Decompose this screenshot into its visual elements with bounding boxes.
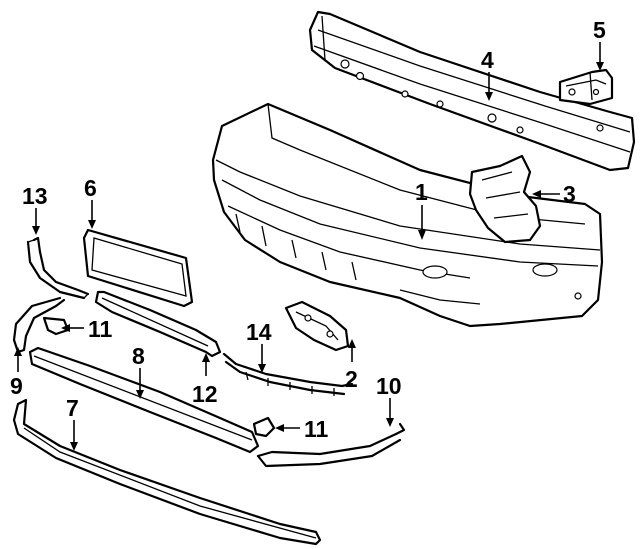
callout-6: 6: [84, 175, 97, 201]
part-11-clip-right: [252, 416, 276, 438]
callout-3: 3: [563, 181, 576, 207]
callout-4: 4: [481, 47, 494, 73]
part-9-side-strip: [12, 296, 66, 354]
part-13-corner-strip: [26, 236, 90, 300]
part-7-lower-spoiler: [12, 398, 322, 546]
part-3-absorber: [468, 154, 542, 244]
callout-2: 2: [345, 366, 358, 392]
callout-5: 5: [593, 17, 606, 43]
callout-7: 7: [66, 395, 79, 421]
part-1-bumper-cover: [211, 102, 604, 328]
callout-8: 8: [132, 343, 145, 369]
part-5-bracket: [558, 68, 614, 106]
callout-14: 14: [246, 319, 272, 345]
callout-11-left: 11: [88, 316, 113, 342]
callout-labels: 1 2 3 4 5 6 7 8 9 10 11 11 12 13 14: [10, 17, 606, 442]
callout-9: 9: [10, 373, 23, 399]
part-12-molding: [94, 290, 222, 358]
part-10-end-strip: [256, 422, 406, 468]
part-2-lamp-bracket: [284, 300, 350, 352]
callout-10: 10: [376, 373, 402, 399]
part-4-reinforcement: [308, 10, 636, 172]
part-11-clip-left: [42, 316, 70, 336]
callout-1: 1: [415, 179, 428, 205]
leader-lines: [14, 42, 604, 451]
part-8-lower-molding: [28, 346, 260, 454]
part-14-grille: [222, 352, 354, 396]
callout-13: 13: [22, 183, 48, 209]
callout-11-right: 11: [304, 416, 329, 442]
part-6-license-bracket: [82, 228, 194, 308]
callout-12: 12: [192, 381, 218, 407]
